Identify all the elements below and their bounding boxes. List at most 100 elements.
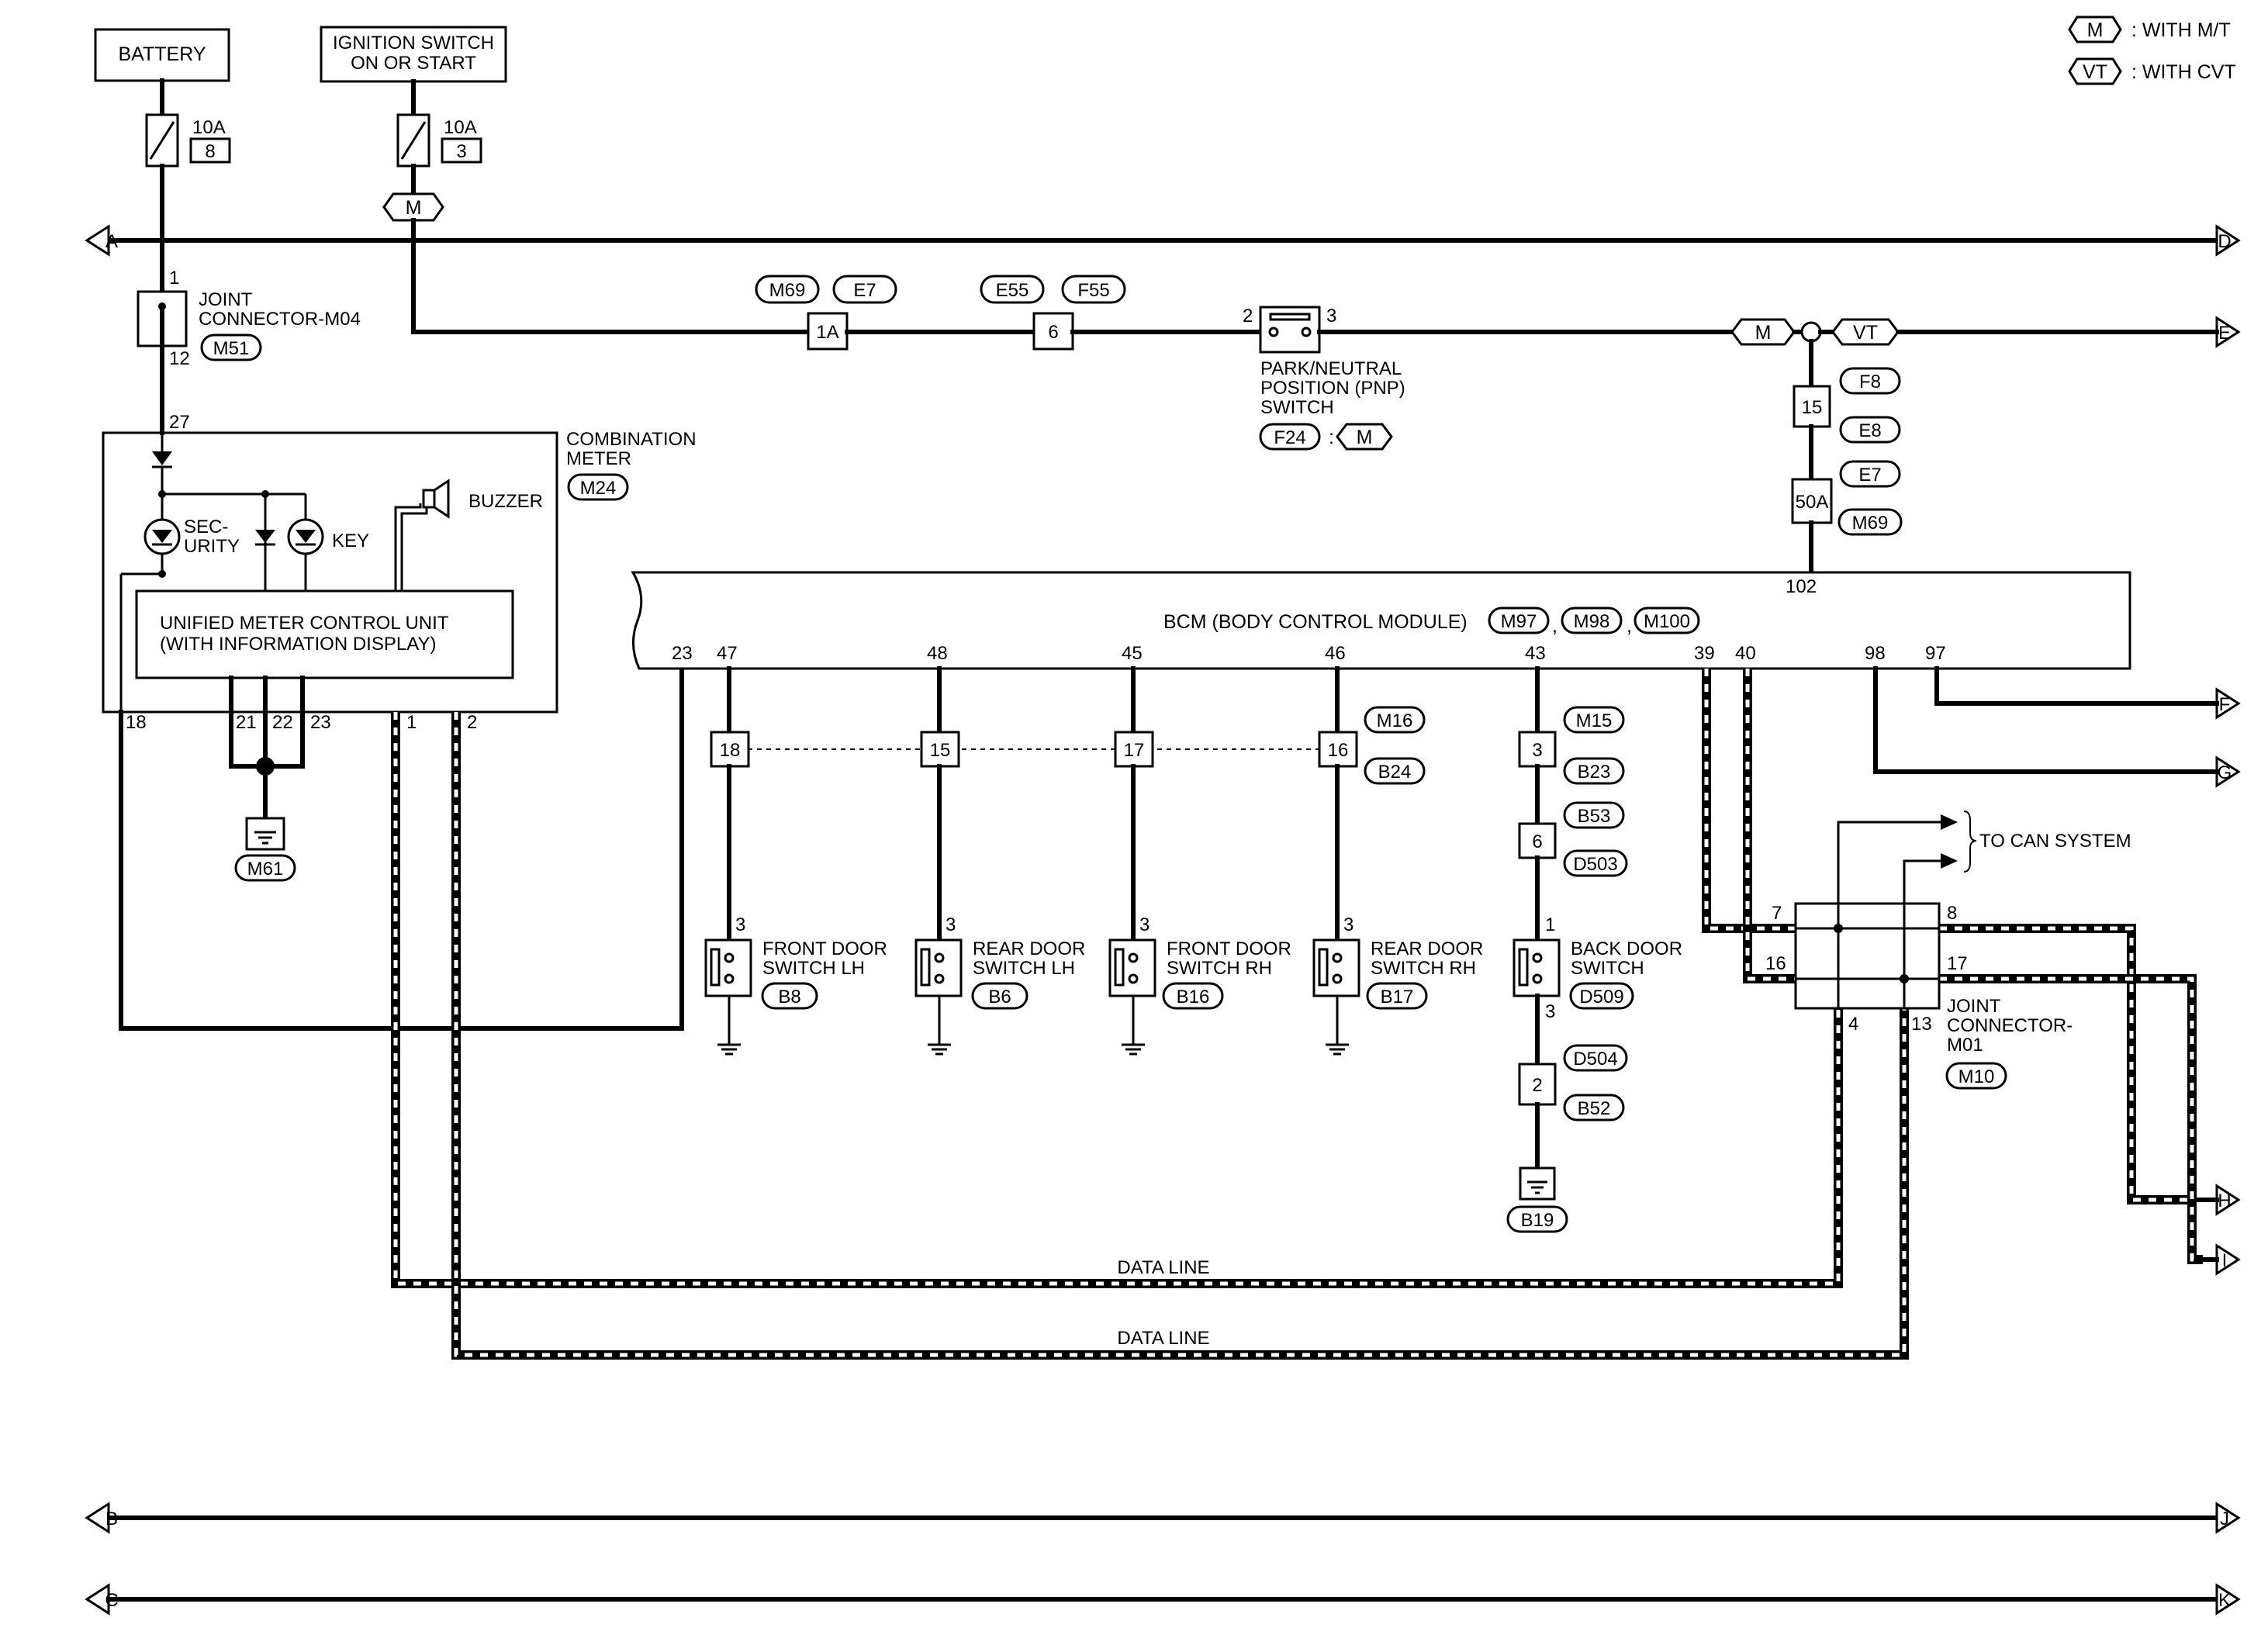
battery-box [94, 28, 230, 82]
joint-m01-box [1794, 902, 1941, 1010]
m61-code-badge [234, 854, 296, 882]
wire-bcm97-f [1934, 666, 2219, 706]
can-bracket [1963, 810, 1977, 873]
fl-switch-code-badge [761, 982, 818, 1010]
wire-bcm98-g [1873, 666, 2219, 774]
connector-e55-code: E55 [996, 280, 1029, 301]
fl-switch-code: B8 [778, 987, 800, 1007]
joint-connector-m01: TO CAN SYSTEM 7 16 8 17 4 13 JOINT CONNE… [1765, 810, 2131, 1090]
can-system-label: TO CAN SYSTEM [1979, 831, 2131, 852]
fr-switch-code: B16 [1177, 987, 1210, 1007]
door-conn-17-pin: 17 [1124, 740, 1145, 761]
meter-pin-23: 23 [310, 712, 331, 733]
ignition-fuse-number: 3 [456, 141, 466, 162]
bcm-code1: M97 [1501, 611, 1537, 632]
legend-mt-code: M [2087, 19, 2104, 41]
meter-code-badge [567, 473, 629, 501]
pnp-code: F24 [1274, 427, 1305, 448]
meter-pin-18: 18 [126, 712, 147, 733]
fuse-50a-label: 50A [1796, 492, 1829, 513]
rear-door-switch-lh: 15 3 REAR DOOR SWITCH LH B6 [914, 666, 1085, 1056]
edge-label-h: H [2218, 1191, 2231, 1211]
connector-f8-code: F8 [1859, 372, 1881, 392]
unified-meter-control-unit [135, 589, 514, 679]
edge-label-c: C [105, 1590, 118, 1611]
edge-arrow-i [2215, 1243, 2241, 1276]
inline-connector-6: E55 F55 6 [980, 275, 1126, 351]
pnp-label-line3: SWITCH [1260, 397, 1334, 418]
meter-pin-27: 27 [169, 412, 190, 433]
pnp-mt-label: M [1357, 427, 1373, 448]
edge-label-j: J [2220, 1509, 2229, 1529]
joint-m04-code: M51 [213, 338, 250, 359]
data-line-bcm39 [1702, 669, 1796, 933]
joint-m04-pin-top: 1 [169, 268, 179, 289]
door-conn-b24-code: B24 [1378, 762, 1412, 783]
joint-connector-m04: 1 12 JOINT CONNECTOR-M04 M51 [137, 268, 361, 435]
door-conn-16-pin: 16 [1328, 740, 1349, 761]
door-conn-m16-badge [1364, 706, 1426, 734]
bcm-box [631, 571, 2131, 670]
connector-e7b-code: E7 [1858, 465, 1881, 486]
ignition-source: IGNITION SWITCH ON OR START 10A 3 M [320, 26, 813, 334]
meter-pin-2: 2 [467, 712, 477, 733]
pnp-label-line2: POSITION (PNP) [1260, 378, 1405, 399]
pnp-code-badge [1259, 423, 1321, 451]
door-conn-18-pin: 18 [720, 740, 741, 761]
joint-m01-pin-7: 7 [1772, 903, 1782, 924]
pnp-pin-right: 3 [1326, 306, 1336, 327]
control-unit-line1: UNIFIED METER CONTROL UNIT [160, 613, 449, 634]
rear-door-switch-rh: 16 3 REAR DOOR SWITCH RH B17 [1312, 666, 1483, 1056]
edge-label-d: D [2218, 231, 2231, 252]
back-conn-b52-code: B52 [1578, 1098, 1611, 1119]
b19-code: B19 [1521, 1210, 1554, 1231]
bcm-pin-97: 97 [1925, 643, 1946, 664]
bcm-pin-98: 98 [1865, 643, 1886, 664]
security-label-line1: SEC- [184, 517, 228, 537]
back-conn-2-box [1518, 1063, 1557, 1106]
door-conn-18-box [710, 731, 750, 768]
control-unit-line2: (WITH INFORMATION DISPLAY) [160, 634, 436, 655]
data-lines: DATA LINE DATA LINE [391, 669, 2219, 1360]
splice-point [1800, 321, 1822, 343]
connector-6-pin: 6 [1048, 322, 1058, 343]
connector-f8-badge [1839, 367, 1901, 395]
ignition-label-line2: ON OR START [351, 53, 476, 74]
back-conn-m15-badge [1563, 706, 1625, 734]
edge-label-g: G [2218, 762, 2232, 783]
joint-m01-code-badge [1945, 1062, 2007, 1090]
mt-option-badge [2068, 16, 2122, 43]
door-conn-15-pin: 15 [930, 740, 951, 761]
ignition-mt-label: M [406, 197, 422, 219]
bcm-code2: M98 [1574, 611, 1610, 632]
bcm-pin-102: 102 [1786, 576, 1817, 597]
buzzer-label: BUZZER [468, 491, 543, 512]
back-conn-b23-badge [1563, 757, 1625, 785]
joint-m01-pin-16: 16 [1765, 953, 1786, 974]
bcm-title: BCM (BODY CONTROL MODULE) [1163, 611, 1468, 633]
back-conn-d503-code: D503 [1573, 854, 1617, 875]
branch-mt-label: M [1755, 322, 1772, 344]
connector-e8-badge [1839, 416, 1901, 444]
back-conn-2-pin: 2 [1532, 1075, 1542, 1096]
bcm-pin-40: 40 [1735, 643, 1756, 664]
fl-switch-label-line1: FRONT DOOR [762, 938, 887, 959]
joint-m01-label-line1: JOINT [1947, 996, 2001, 1017]
pnp-switch: 2 3 PARK/NEUTRAL POSITION (PNP) SWITCH F… [1243, 306, 1405, 451]
back-conn-d503-badge [1563, 849, 1628, 877]
front-door-switch-rh: 17 3 FRONT DOOR SWITCH RH B16 [1108, 666, 1291, 1056]
back-switch-label-line1: BACK DOOR [1571, 938, 1682, 959]
meter-pin-22: 22 [272, 712, 293, 733]
back-switch-code-badge [1569, 982, 1634, 1010]
pnp-colon: : [1329, 427, 1334, 448]
edge-arrow-k [2215, 1583, 2241, 1616]
joint-m01-pin-4: 4 [1848, 1014, 1858, 1035]
can-arrow-1 [1941, 814, 1958, 830]
legend-mt-text: : WITH M/T [2131, 19, 2231, 41]
combination-meter-box [102, 431, 558, 714]
bcm-pin-39: 39 [1694, 643, 1715, 664]
battery-fuse-number-box [189, 137, 231, 164]
bcm-code3-badge [1634, 607, 1700, 634]
meter-diode-icon [255, 530, 275, 543]
